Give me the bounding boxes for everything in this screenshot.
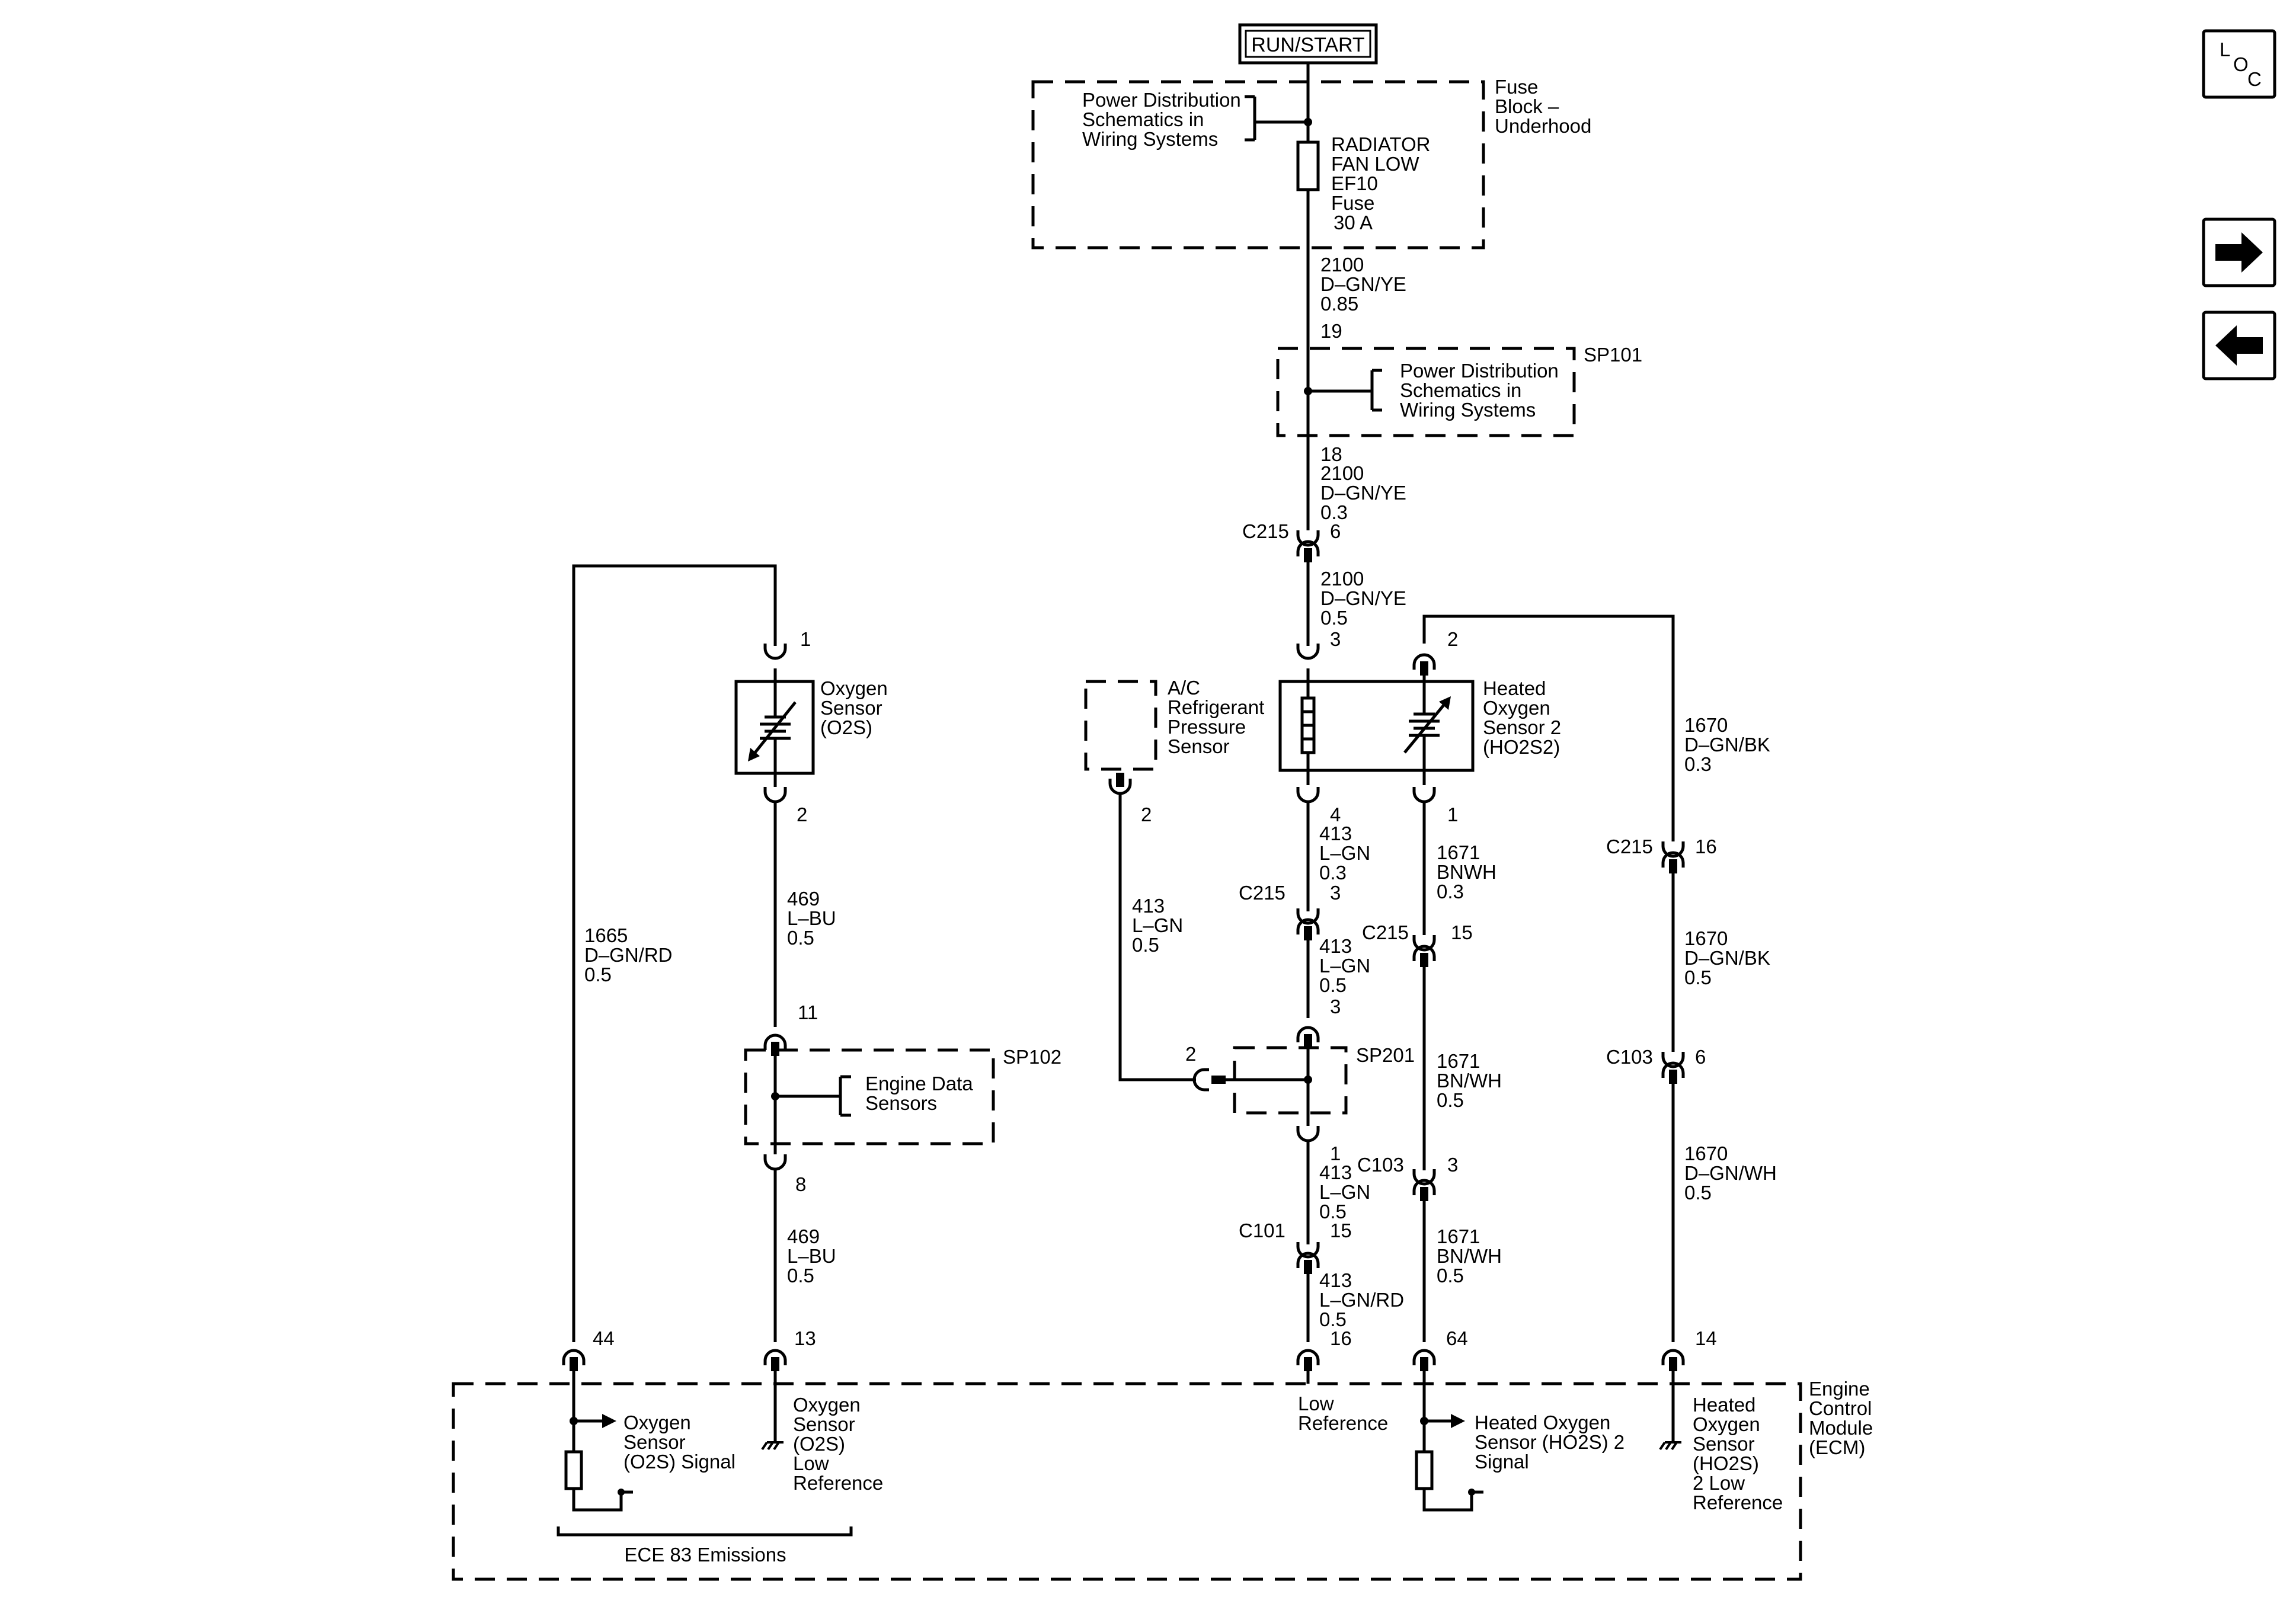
ho2s-input-resistor bbox=[1415, 1450, 1434, 1490]
sp201-label: SP201 bbox=[1356, 1044, 1415, 1066]
run-start-label: RUN/START bbox=[1251, 34, 1364, 56]
pin-6: 6 bbox=[1330, 520, 1341, 542]
ecm-pin-16: 16 bbox=[1330, 1327, 1352, 1349]
c215-label-6: C215 bbox=[1242, 520, 1289, 542]
fuse-block-underhood bbox=[1031, 80, 1485, 249]
c101-label: C101 bbox=[1239, 1220, 1285, 1241]
o2s-pin-1: 1 bbox=[800, 628, 811, 650]
ho2s-ground-icon bbox=[1660, 1436, 1681, 1449]
loc-button[interactable]: L O C bbox=[2202, 29, 2276, 99]
c215-label-15: C215 bbox=[1362, 921, 1409, 943]
o2s-pin-2: 2 bbox=[797, 804, 807, 825]
mid-pin-3a: 3 bbox=[1330, 882, 1341, 904]
engine-control-module bbox=[452, 1382, 1802, 1581]
ho2s-pin-16: 16 bbox=[1695, 836, 1717, 857]
ece-83-label: ECE 83 Emissions bbox=[624, 1544, 786, 1566]
ecm-pin-13: 13 bbox=[794, 1327, 816, 1349]
ecm-pin-14: 14 bbox=[1695, 1327, 1717, 1349]
ac-pin-2: 2 bbox=[1141, 804, 1152, 825]
loc-c: C bbox=[2247, 68, 2262, 90]
sp102-pin-11: 11 bbox=[798, 1001, 818, 1023]
sp101-label: SP101 bbox=[1584, 344, 1642, 366]
signal-arrow-icon bbox=[602, 1414, 616, 1428]
mid-pin-1: 1 bbox=[1330, 1142, 1341, 1164]
heater-element-icon bbox=[1300, 681, 1316, 770]
ho2s-pin-15: 15 bbox=[1451, 921, 1473, 943]
pin-18: 18 bbox=[1320, 443, 1342, 465]
splice-sp102 bbox=[744, 1048, 995, 1145]
ho2s-pin-6: 6 bbox=[1695, 1046, 1706, 1068]
sp102-label: SP102 bbox=[1003, 1046, 1061, 1068]
o2s-input-resistor bbox=[564, 1450, 583, 1490]
mid-pin-15: 15 bbox=[1330, 1220, 1352, 1241]
pin-19: 19 bbox=[1320, 320, 1342, 342]
c103-label-6: C103 bbox=[1606, 1046, 1653, 1068]
ho2s-pin-2: 2 bbox=[1447, 628, 1458, 650]
next-button[interactable] bbox=[2202, 217, 2276, 287]
ho2s-signal-arrow-icon bbox=[1451, 1414, 1465, 1428]
splice-sp101 bbox=[1276, 347, 1576, 437]
loc-o: O bbox=[2233, 53, 2249, 75]
ac-refrigerant-pressure-sensor bbox=[1084, 680, 1157, 771]
sp102-pin-8: 8 bbox=[795, 1173, 806, 1195]
left-arrow-icon bbox=[2215, 325, 2263, 366]
mid-pin-4: 4 bbox=[1330, 804, 1341, 825]
c103-label-3: C103 bbox=[1357, 1154, 1404, 1176]
ho2s-variable-resistor-icon bbox=[1403, 670, 1451, 785]
loc-l: L bbox=[2220, 39, 2230, 60]
ecm-pin-44: 44 bbox=[593, 1327, 615, 1349]
ho2s-pin-3: 3 bbox=[1447, 1154, 1458, 1176]
c215-label-3: C215 bbox=[1239, 882, 1285, 904]
right-arrow-icon bbox=[2215, 232, 2263, 273]
ecm-pin-64: 64 bbox=[1446, 1327, 1468, 1349]
ground-icon bbox=[762, 1436, 784, 1449]
variable-resistor-icon bbox=[748, 681, 797, 773]
pin-3-top: 3 bbox=[1330, 628, 1341, 650]
ho2s-pin-1: 1 bbox=[1447, 804, 1458, 825]
c215-label-16: C215 bbox=[1606, 836, 1653, 857]
mid-pin-3b: 3 bbox=[1330, 996, 1341, 1017]
fuse-ef10 bbox=[1296, 140, 1320, 191]
previous-button[interactable] bbox=[2202, 311, 2276, 380]
ece-83-bracket bbox=[557, 1526, 853, 1537]
sp201-pin-2: 2 bbox=[1185, 1043, 1196, 1065]
